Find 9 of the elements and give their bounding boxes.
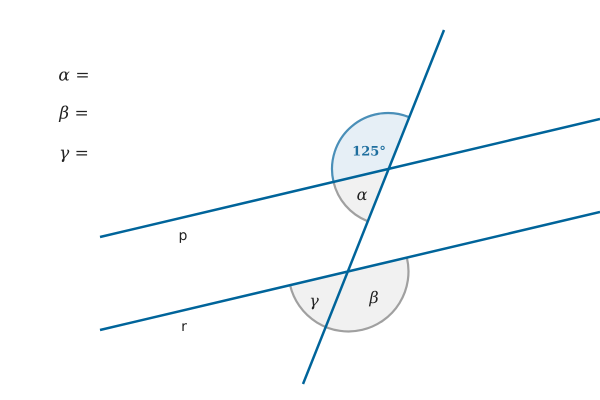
- equation-label: α =: [58, 68, 90, 84]
- angle-label: γ: [309, 293, 319, 309]
- equation-label: γ =: [59, 146, 89, 162]
- equation-label: β =: [59, 106, 89, 122]
- angle-label: β: [369, 290, 379, 306]
- line-label: r: [181, 320, 187, 334]
- angle-label: 125°: [352, 146, 386, 158]
- line-label: p: [178, 229, 188, 243]
- angle-label: α: [356, 187, 368, 203]
